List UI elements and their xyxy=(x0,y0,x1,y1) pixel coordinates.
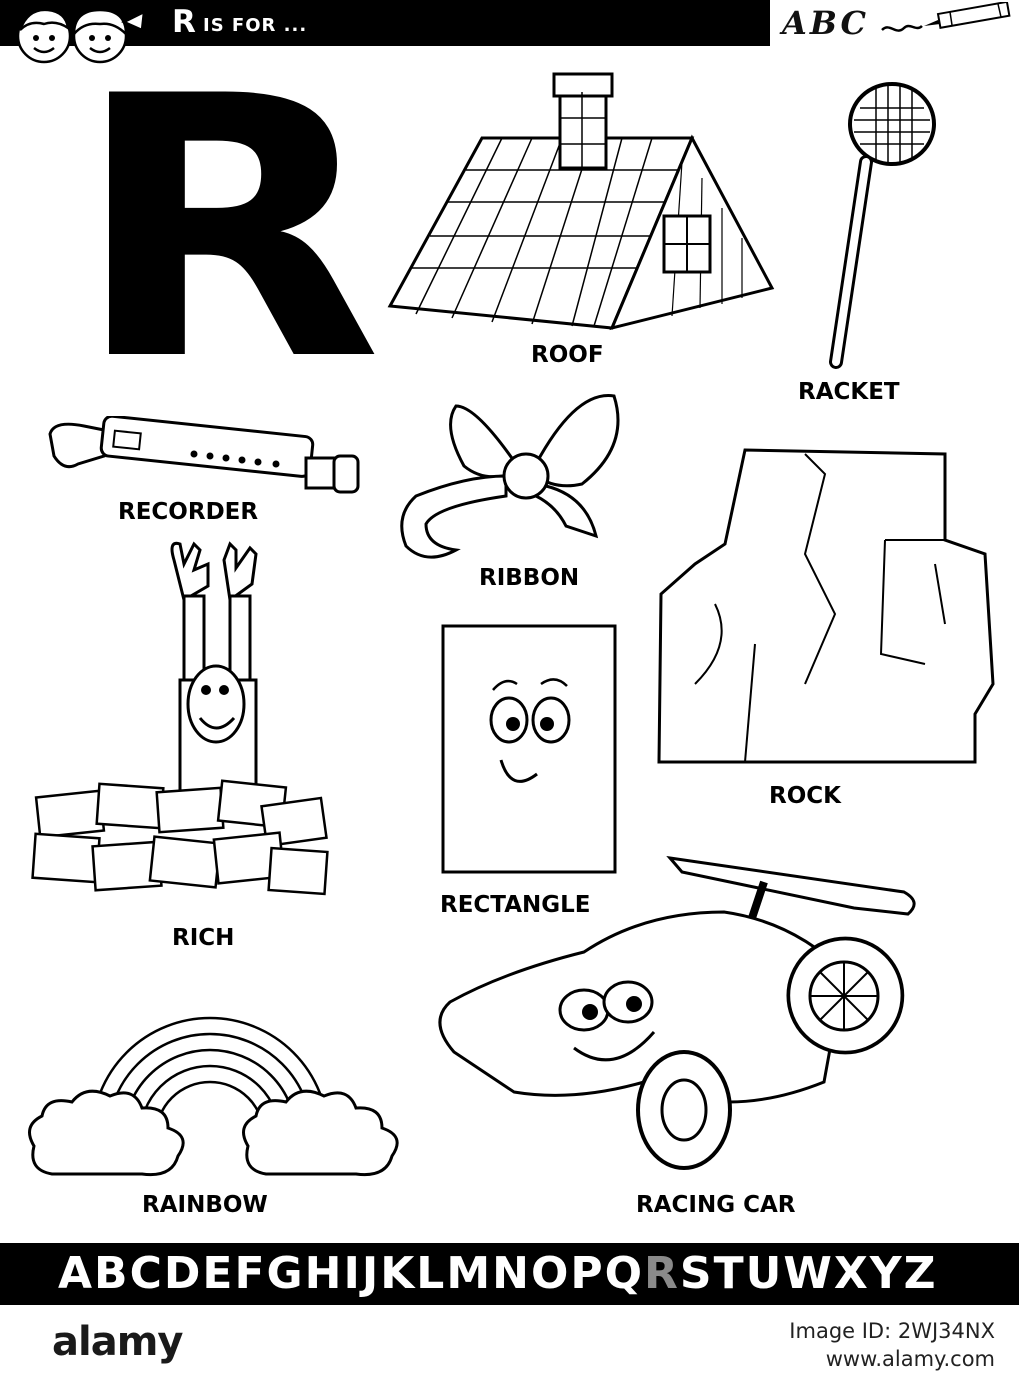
image-id-block: Image ID: 2WJ34NX www.alamy.com xyxy=(789,1317,995,1374)
recorder-icon xyxy=(48,416,360,494)
word-rich: RICH xyxy=(172,925,235,951)
abc-panel: ABC xyxy=(770,0,1019,46)
rectangle-face-icon xyxy=(441,624,617,874)
word-ribbon: RIBBON xyxy=(479,565,580,591)
header-letter: R xyxy=(172,4,196,40)
two-kids-faces-icon xyxy=(16,8,146,64)
site-url-text: www.alamy.com xyxy=(825,1347,995,1372)
ribbon-icon xyxy=(400,394,620,559)
alamy-logo: alamy xyxy=(52,1319,183,1365)
alphabet-after: STUWXYZ xyxy=(679,1248,938,1299)
roof-illustration xyxy=(382,68,780,336)
alphabet-strip: ABCDEFGHIJKLMNOPQRSTUWXYZ xyxy=(58,1248,938,1299)
rectangle-illustration xyxy=(441,624,619,876)
recorder-illustration xyxy=(44,416,364,496)
header-title: IS FOR ... xyxy=(203,15,308,36)
pencil-icon xyxy=(881,2,1011,32)
header-bar: R IS FOR ... ABC xyxy=(0,0,1019,46)
abc-logo-text: ABC xyxy=(782,4,869,42)
word-recorder: RECORDER xyxy=(118,499,259,525)
alphabet-bar: ABCDEFGHIJKLMNOPQRSTUWXYZ xyxy=(0,1243,1019,1305)
watermark-footer: alamy Image ID: 2WJ34NX www.alamy.com xyxy=(0,1305,1019,1390)
racket-illustration xyxy=(820,78,940,373)
rock-icon xyxy=(657,448,995,764)
word-rectangle: RECTANGLE xyxy=(440,892,591,918)
racing-car-illustration xyxy=(424,852,924,1174)
word-racket: RACKET xyxy=(798,379,900,405)
alphabet-highlight-letter: R xyxy=(644,1248,680,1299)
image-id-text: Image ID: 2WJ34NX xyxy=(789,1319,995,1343)
rich-illustration xyxy=(24,540,334,920)
word-racing-car: RACING CAR xyxy=(636,1192,796,1218)
rock-illustration xyxy=(655,444,995,764)
ribbon-illustration xyxy=(386,386,626,566)
rainbow-illustration xyxy=(22,956,406,1186)
racing-car-icon xyxy=(438,855,916,1170)
rich-man-with-money-icon xyxy=(31,541,329,896)
word-rainbow: RAINBOW xyxy=(142,1192,268,1218)
word-rock: ROCK xyxy=(769,783,841,809)
word-roof: ROOF xyxy=(531,342,604,368)
racket-icon xyxy=(829,82,936,369)
big-letter: R xyxy=(72,20,383,439)
rainbow-icon xyxy=(28,1016,399,1177)
alphabet-before: ABCDEFGHIJKLMNOPQ xyxy=(58,1248,644,1299)
roof-icon xyxy=(387,72,775,331)
